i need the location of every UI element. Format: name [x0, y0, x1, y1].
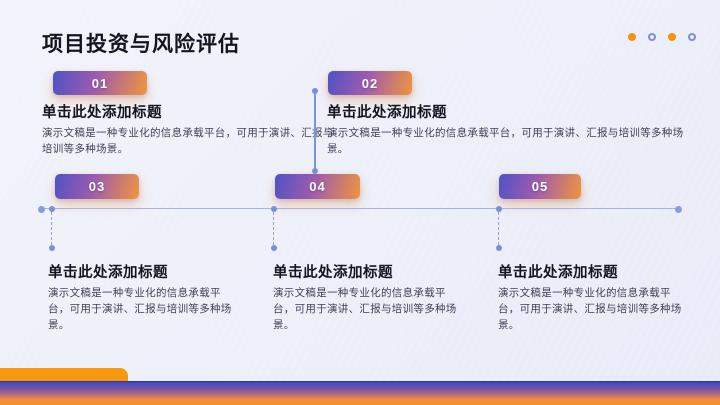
slide-title: 项目投资与风险评估: [42, 33, 240, 56]
connector-dot: [312, 168, 318, 174]
connector-dot: [49, 245, 55, 251]
step-heading-04: 单击此处添加标题: [273, 265, 393, 281]
step-heading-05: 单击此处添加标题: [498, 265, 618, 281]
step-heading-03: 单击此处添加标题: [48, 265, 168, 281]
step-badge-01: 01: [53, 71, 147, 95]
step-body-04: 演示文稿是一种专业化的信息承载平台，可用于演讲、汇报与培训等多种场景。: [273, 287, 457, 331]
timeline-node-dot: [271, 206, 277, 212]
dashed-connector: [51, 212, 53, 245]
footer-orange-tab: [0, 368, 128, 383]
dashed-connector: [498, 212, 500, 245]
step-body-05: 演示文稿是一种专业化的信息承载平台，可用于演讲、汇报与培训等多种场景。: [498, 287, 682, 331]
step-badge-04: 04: [275, 174, 360, 199]
connector-dot: [312, 88, 318, 94]
timeline-node-dot: [49, 206, 55, 212]
timeline-node-dot: [496, 206, 502, 212]
pager-dot: [688, 33, 696, 41]
timeline-end-dot: [674, 205, 682, 213]
timeline-end-dot: [37, 205, 45, 213]
step-body-02: 演示文稿是一种专业化的信息承载平台，可用于演讲、汇报与培训等多种场景。: [327, 127, 684, 155]
timeline-line: [41, 208, 678, 210]
step-body-01: 演示文稿是一种专业化的信息承载平台，可用于演讲、汇报与培训等多种场景。: [42, 127, 334, 155]
step-body-03: 演示文稿是一种专业化的信息承载平台，可用于演讲、汇报与培训等多种场景。: [48, 287, 232, 331]
footer-gradient-bar: [0, 381, 720, 405]
dashed-connector: [273, 212, 275, 245]
connector-dot: [271, 245, 277, 251]
connector-dot: [496, 245, 502, 251]
pager-dot: [668, 33, 676, 41]
pager-dot: [628, 33, 636, 41]
step-badge-05: 05: [499, 174, 581, 199]
step-badge-02: 02: [328, 71, 412, 95]
step-heading-02: 单击此处添加标题: [327, 105, 447, 121]
pager-dot: [648, 33, 656, 41]
step-heading-01: 单击此处添加标题: [42, 105, 162, 121]
step-badge-03: 03: [55, 174, 139, 199]
vertical-connector-line: [314, 91, 316, 171]
pager-dots: [628, 33, 696, 41]
